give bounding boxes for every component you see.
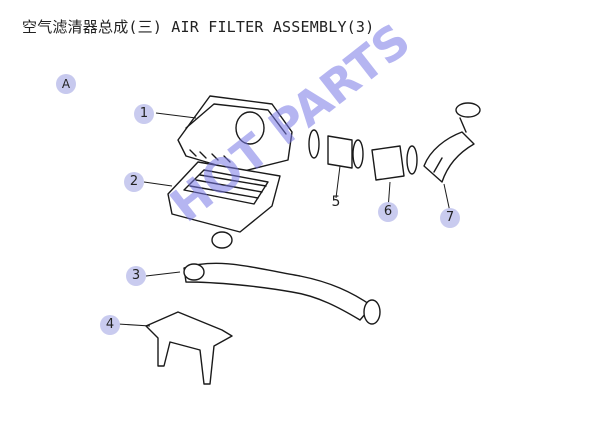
callout-3: 3 — [126, 266, 146, 286]
part-2-filter-element — [167, 161, 281, 249]
part-4-bracket — [145, 311, 233, 385]
callout-6: 6 — [378, 202, 398, 222]
part-5-hose-clamp — [308, 129, 364, 169]
part-3-intake-duct — [183, 262, 381, 325]
part-6-connector — [371, 145, 418, 181]
callout-5: 5 — [331, 194, 341, 210]
callout-4: 4 — [100, 315, 120, 335]
callout-7: 7 — [440, 208, 460, 228]
part-7-bellow — [423, 102, 481, 183]
section-badge: A — [56, 74, 76, 94]
callout-1: 1 — [134, 104, 154, 124]
callout-2: 2 — [124, 172, 144, 192]
page-title: 空气滤清器总成(三) AIR FILTER ASSEMBLY(3) — [22, 18, 375, 36]
part-1-upper-housing — [177, 95, 293, 173]
